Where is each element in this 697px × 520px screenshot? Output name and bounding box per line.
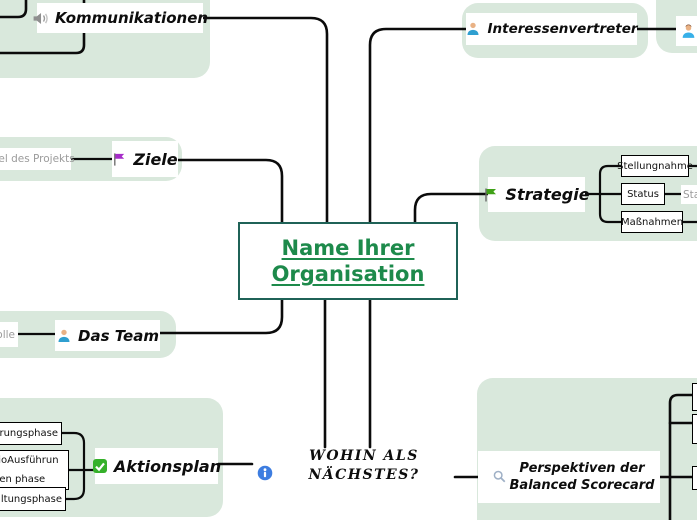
node-edge-partial[interactable] [692,466,697,490]
root-title-line2: Organisation [271,262,425,286]
node-status-child-partial[interactable]: Sta [681,185,697,204]
node-label: haltungsphase [0,493,62,505]
node-phase-2-partial[interactable]: utioAusführun asen phase [0,450,69,490]
node-label-line1: Perspektiven der [519,461,645,476]
node-label: Stellungnahme [617,160,693,172]
node-label: Interessenvertreter [487,21,638,37]
node-label-line1: WOHIN ALS [309,448,419,464]
node-aktionsplan[interactable]: Aktionsplan [92,448,222,484]
info-icon[interactable] [257,465,273,481]
node-perspektiven-balanced-scorecard[interactable]: Perspektiven der Balanced Scorecard [478,451,660,503]
node-wohin-als-naechstes[interactable]: WOHIN ALS NÄCHSTES? [306,447,422,485]
node-label: Ziel des Projekts [0,153,75,165]
node-interessenvertreter[interactable]: Interessenvertreter [465,13,638,45]
node-label-line2: Balanced Scorecard [509,478,655,493]
node-top-right-partial[interactable] [676,16,697,46]
node-label: Ziele [133,149,178,169]
node-phase-1-partial[interactable]: ührungsphase [0,422,62,445]
green-flag-icon [483,187,499,203]
node-label: Status [627,188,659,200]
node-phase-3-partial[interactable]: haltungsphase [0,487,66,511]
node-stellungnahme[interactable]: Stellungnahme [617,155,693,177]
node-strategie[interactable]: Strategie [485,177,590,212]
node-label: Das Team [78,326,159,345]
purple-flag-icon [112,152,127,167]
node-label: olle [0,328,15,341]
node-label-line2: asen phase [0,474,46,485]
node-label: Kommunikationen [54,9,209,27]
node-label: ührungsphase [0,428,58,439]
green-checkbox-icon [92,458,108,474]
node-ziele[interactable]: Ziele [112,141,178,177]
node-status[interactable]: Status [621,183,665,205]
person-icon [56,328,72,344]
node-massnahmen[interactable]: Maßnahmen [621,211,683,233]
person-icon [680,23,697,40]
node-das-team[interactable]: Das Team [55,320,160,351]
root-title-line1: Name Ihrer [281,236,415,260]
node-label: Strategie [505,185,590,204]
node-edge-partial[interactable] [692,383,697,411]
magnifier-icon [492,469,507,484]
node-label: Sta [683,188,697,201]
node-edge-partial[interactable] [692,414,697,444]
node-label-line1: utioAusführun [0,455,59,466]
node-label-line2: NÄCHSTES? [308,467,420,483]
speaker-icon [32,10,49,27]
node-ziel-des-projekts[interactable]: Ziel des Projekts [0,148,75,170]
person-icon [465,21,481,37]
root-topic[interactable]: Name Ihrer Organisation [238,222,458,300]
node-label: Aktionsplan [113,456,222,476]
node-kommunikationen[interactable]: Kommunikationen [33,3,208,33]
node-label: Maßnahmen [620,216,684,228]
node-rolle-partial[interactable]: olle [0,322,18,347]
